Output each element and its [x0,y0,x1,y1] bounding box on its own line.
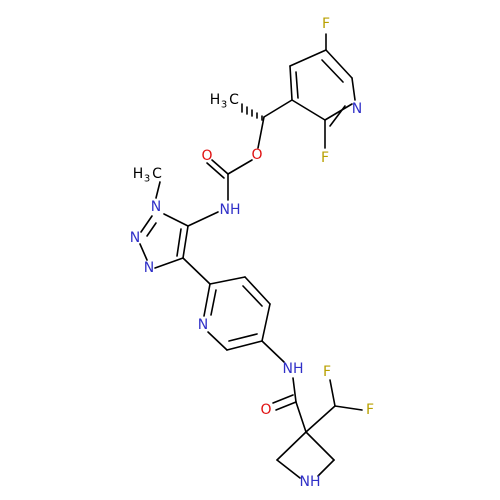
bond [242,285,263,307]
bond [207,331,228,351]
bond [209,276,246,285]
bond [295,71,299,99]
bond [305,431,335,461]
bond [244,276,271,305]
atom-F-pyridine-top: F [322,16,330,32]
bonds [139,33,363,479]
bond [257,116,265,149]
bond [317,459,335,477]
bond [305,405,336,433]
bond [163,213,189,227]
atom-F-CHF2-b: F [366,402,374,418]
bond [261,303,271,342]
bond [276,431,307,461]
atom-F-pyridine-2: F [321,150,329,166]
atom-O-amide: O [260,402,271,418]
atom-labels: F N F H 3 C O O NH H 3 C N N N N NH O F … [130,16,374,490]
bond [291,99,326,121]
atom-CH3-triazole-H: H [133,166,144,182]
atom-O-ester: O [251,147,262,163]
bond [155,181,161,199]
atom-N2-triazole: N [130,230,140,246]
atom-N1-triazole: N [151,199,161,215]
atom-CH3-triazole-subscript: 3 [144,174,150,185]
bond [210,289,217,316]
bond [276,459,301,479]
bond [325,49,353,79]
bond [176,228,182,257]
atom-CH3-triazole-C: C [152,166,162,182]
bond [211,159,229,175]
bond [227,159,253,175]
bond [206,162,225,179]
bond [140,215,153,233]
atom-NH-carbamate: NH [220,202,241,218]
bond [334,405,363,411]
bond [295,401,307,433]
bond [226,340,263,351]
atom-CH3-chiral-C: C [229,92,239,108]
bond [321,59,344,83]
atom-N-pyridine-mid: N [198,317,208,333]
bond [324,103,353,121]
bond [182,257,211,285]
atom-CH3-chiral-H: H [210,92,221,108]
atom-N-pyridine-top: N [352,101,362,117]
bond [329,379,336,407]
atom-CH3-chiral-subscript: 3 [221,100,227,111]
atom-N3-triazole: N [144,260,154,276]
bond [182,225,189,259]
bond [228,333,258,342]
atom-NH-amide: NH [283,361,304,377]
bond [272,394,294,404]
bond [146,222,157,237]
bond [187,211,219,227]
bond [289,49,327,67]
bond [154,257,184,269]
bond [261,340,285,363]
atom-O-carbonyl: O [201,148,212,164]
bond [275,401,297,411]
bond [289,65,293,101]
bond [292,377,297,403]
bond [351,77,356,101]
atom-NH-azetidine: NH [300,474,321,490]
atom-F-CHF2-a: F [323,364,331,380]
bond [139,243,148,261]
bond [263,99,293,118]
bond [329,105,346,127]
bond [203,283,211,317]
